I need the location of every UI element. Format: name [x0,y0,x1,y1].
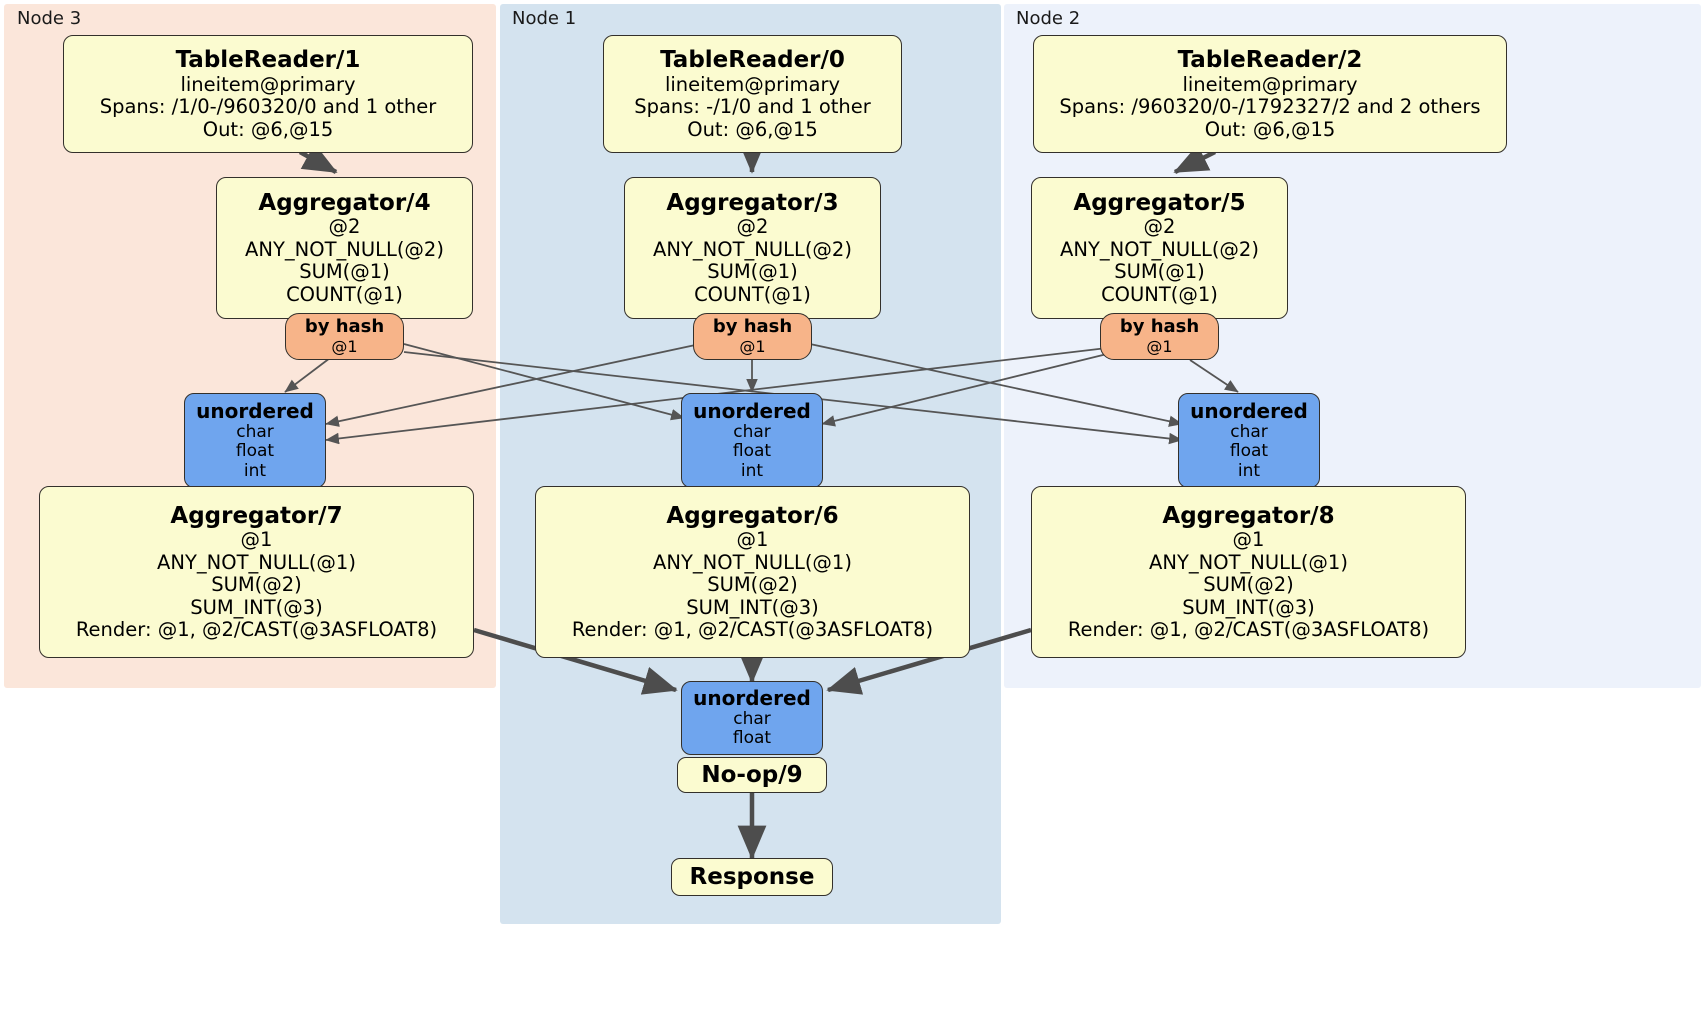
processor-line: ANY_NOT_NULL(@1) [653,550,852,574]
processor-table-reader-0[interactable]: TableReader/0 lineitem@primary Spans: -/… [603,35,902,153]
processor-line: SUM(@2) [211,573,302,597]
processor-line: @1 [736,528,769,552]
processor-table-reader-1[interactable]: TableReader/1 lineitem@primary Spans: /1… [63,35,473,153]
processor-aggregator-5[interactable]: Aggregator/5 @2 ANY_NOT_NULL(@2) SUM(@1)… [1031,177,1288,319]
synchronizer-line: float [1229,441,1269,462]
processor-line: Spans: /960320/0-/1792327/2 and 2 others [1059,95,1481,119]
processor-line: COUNT(@1) [694,282,811,306]
synchronizer-title: unordered [196,399,314,424]
processor-line: SUM(@1) [707,260,798,284]
synchronizer-unordered-right[interactable]: unordered char float int [1178,393,1320,488]
processor-title: Aggregator/7 [170,502,343,529]
synchronizer-line: int [1237,460,1261,481]
processor-line: Spans: -/1/0 and 1 other [634,95,871,119]
router-by-hash-middle[interactable]: by hash @1 [693,313,812,360]
synchronizer-line: int [740,460,764,481]
processor-line: ANY_NOT_NULL(@2) [1060,237,1259,261]
processor-line: @2 [736,215,769,239]
processor-line: SUM(@2) [707,573,798,597]
processor-line: Render: @1, @2/CAST(@3ASFLOAT8) [1067,617,1430,641]
processor-line: COUNT(@1) [1101,282,1218,306]
synchronizer-unordered-final[interactable]: unordered char float [681,681,823,755]
processor-line: SUM_INT(@3) [190,595,323,619]
processor-title: Aggregator/8 [1162,502,1335,529]
router-title: by hash [304,316,385,338]
synchronizer-unordered-middle[interactable]: unordered char float int [681,393,823,488]
router-title: by hash [1119,316,1200,338]
synchronizer-line: int [243,460,267,481]
processor-line: lineitem@primary [180,72,356,96]
router-by-hash-left[interactable]: by hash @1 [285,313,404,360]
processor-line: Out: @6,@15 [1204,117,1336,141]
processor-line: @1 [1232,528,1265,552]
router-line: @1 [739,336,766,356]
processor-line: ANY_NOT_NULL(@1) [1149,550,1348,574]
processor-title: Aggregator/4 [258,189,431,216]
processor-no-op-9[interactable]: No-op/9 [677,757,827,793]
node-region-node2-label: Node 2 [1016,8,1081,29]
processor-line: SUM_INT(@3) [686,595,819,619]
processor-aggregator-8[interactable]: Aggregator/8 @1 ANY_NOT_NULL(@1) SUM(@2)… [1031,486,1466,658]
processor-title: TableReader/1 [175,47,361,74]
router-by-hash-right[interactable]: by hash @1 [1100,313,1219,360]
processor-title: No-op/9 [701,762,803,788]
synchronizer-unordered-left[interactable]: unordered char float int [184,393,326,488]
processor-line: SUM(@2) [1203,573,1294,597]
node-region-node1-label: Node 1 [512,8,577,29]
processor-line: @1 [240,528,273,552]
processor-line: ANY_NOT_NULL(@2) [245,237,444,261]
processor-title: Aggregator/3 [666,189,839,216]
processor-title: Response [689,864,815,890]
processor-response[interactable]: Response [671,858,833,896]
processor-table-reader-2[interactable]: TableReader/2 lineitem@primary Spans: /9… [1033,35,1507,153]
processor-aggregator-6[interactable]: Aggregator/6 @1 ANY_NOT_NULL(@1) SUM(@2)… [535,486,970,658]
processor-line: COUNT(@1) [286,282,403,306]
processor-line: SUM_INT(@3) [1182,595,1315,619]
synchronizer-line: char [236,421,274,442]
synchronizer-title: unordered [693,399,811,424]
processor-line: SUM(@1) [1114,260,1205,284]
processor-line: Out: @6,@15 [202,117,334,141]
node-region-node3-label: Node 3 [17,8,82,29]
processor-aggregator-4[interactable]: Aggregator/4 @2 ANY_NOT_NULL(@2) SUM(@1)… [216,177,473,319]
processor-aggregator-3[interactable]: Aggregator/3 @2 ANY_NOT_NULL(@2) SUM(@1)… [624,177,881,319]
synchronizer-title: unordered [1190,399,1308,424]
synchronizer-line: char [1230,421,1268,442]
processor-line: @2 [1143,215,1176,239]
processor-line: Spans: /1/0-/960320/0 and 1 other [99,95,437,119]
processor-line: lineitem@primary [664,72,841,96]
processor-line: lineitem@primary [1182,72,1358,96]
processor-line: ANY_NOT_NULL(@2) [653,237,852,261]
processor-title: Aggregator/5 [1073,189,1246,216]
processor-line: Render: @1, @2/CAST(@3ASFLOAT8) [75,617,438,641]
processor-title: Aggregator/6 [666,502,839,529]
synchronizer-line: float [732,441,772,462]
processor-line: @2 [328,215,361,239]
processor-aggregator-7[interactable]: Aggregator/7 @1 ANY_NOT_NULL(@1) SUM(@2)… [39,486,474,658]
synchronizer-line: char [733,421,771,442]
processor-line: Render: @1, @2/CAST(@3ASFLOAT8) [571,617,934,641]
synchronizer-title: unordered [693,686,811,711]
synchronizer-line: float [235,441,275,462]
processor-line: ANY_NOT_NULL(@1) [157,550,356,574]
processor-title: TableReader/2 [1177,47,1363,74]
synchronizer-line: float [732,728,772,749]
router-line: @1 [331,336,358,356]
processor-line: Out: @6,@15 [687,117,818,141]
router-line: @1 [1146,336,1173,356]
processor-title: TableReader/0 [660,47,845,74]
router-title: by hash [712,316,793,338]
synchronizer-line: char [733,709,771,730]
processor-line: SUM(@1) [299,260,390,284]
